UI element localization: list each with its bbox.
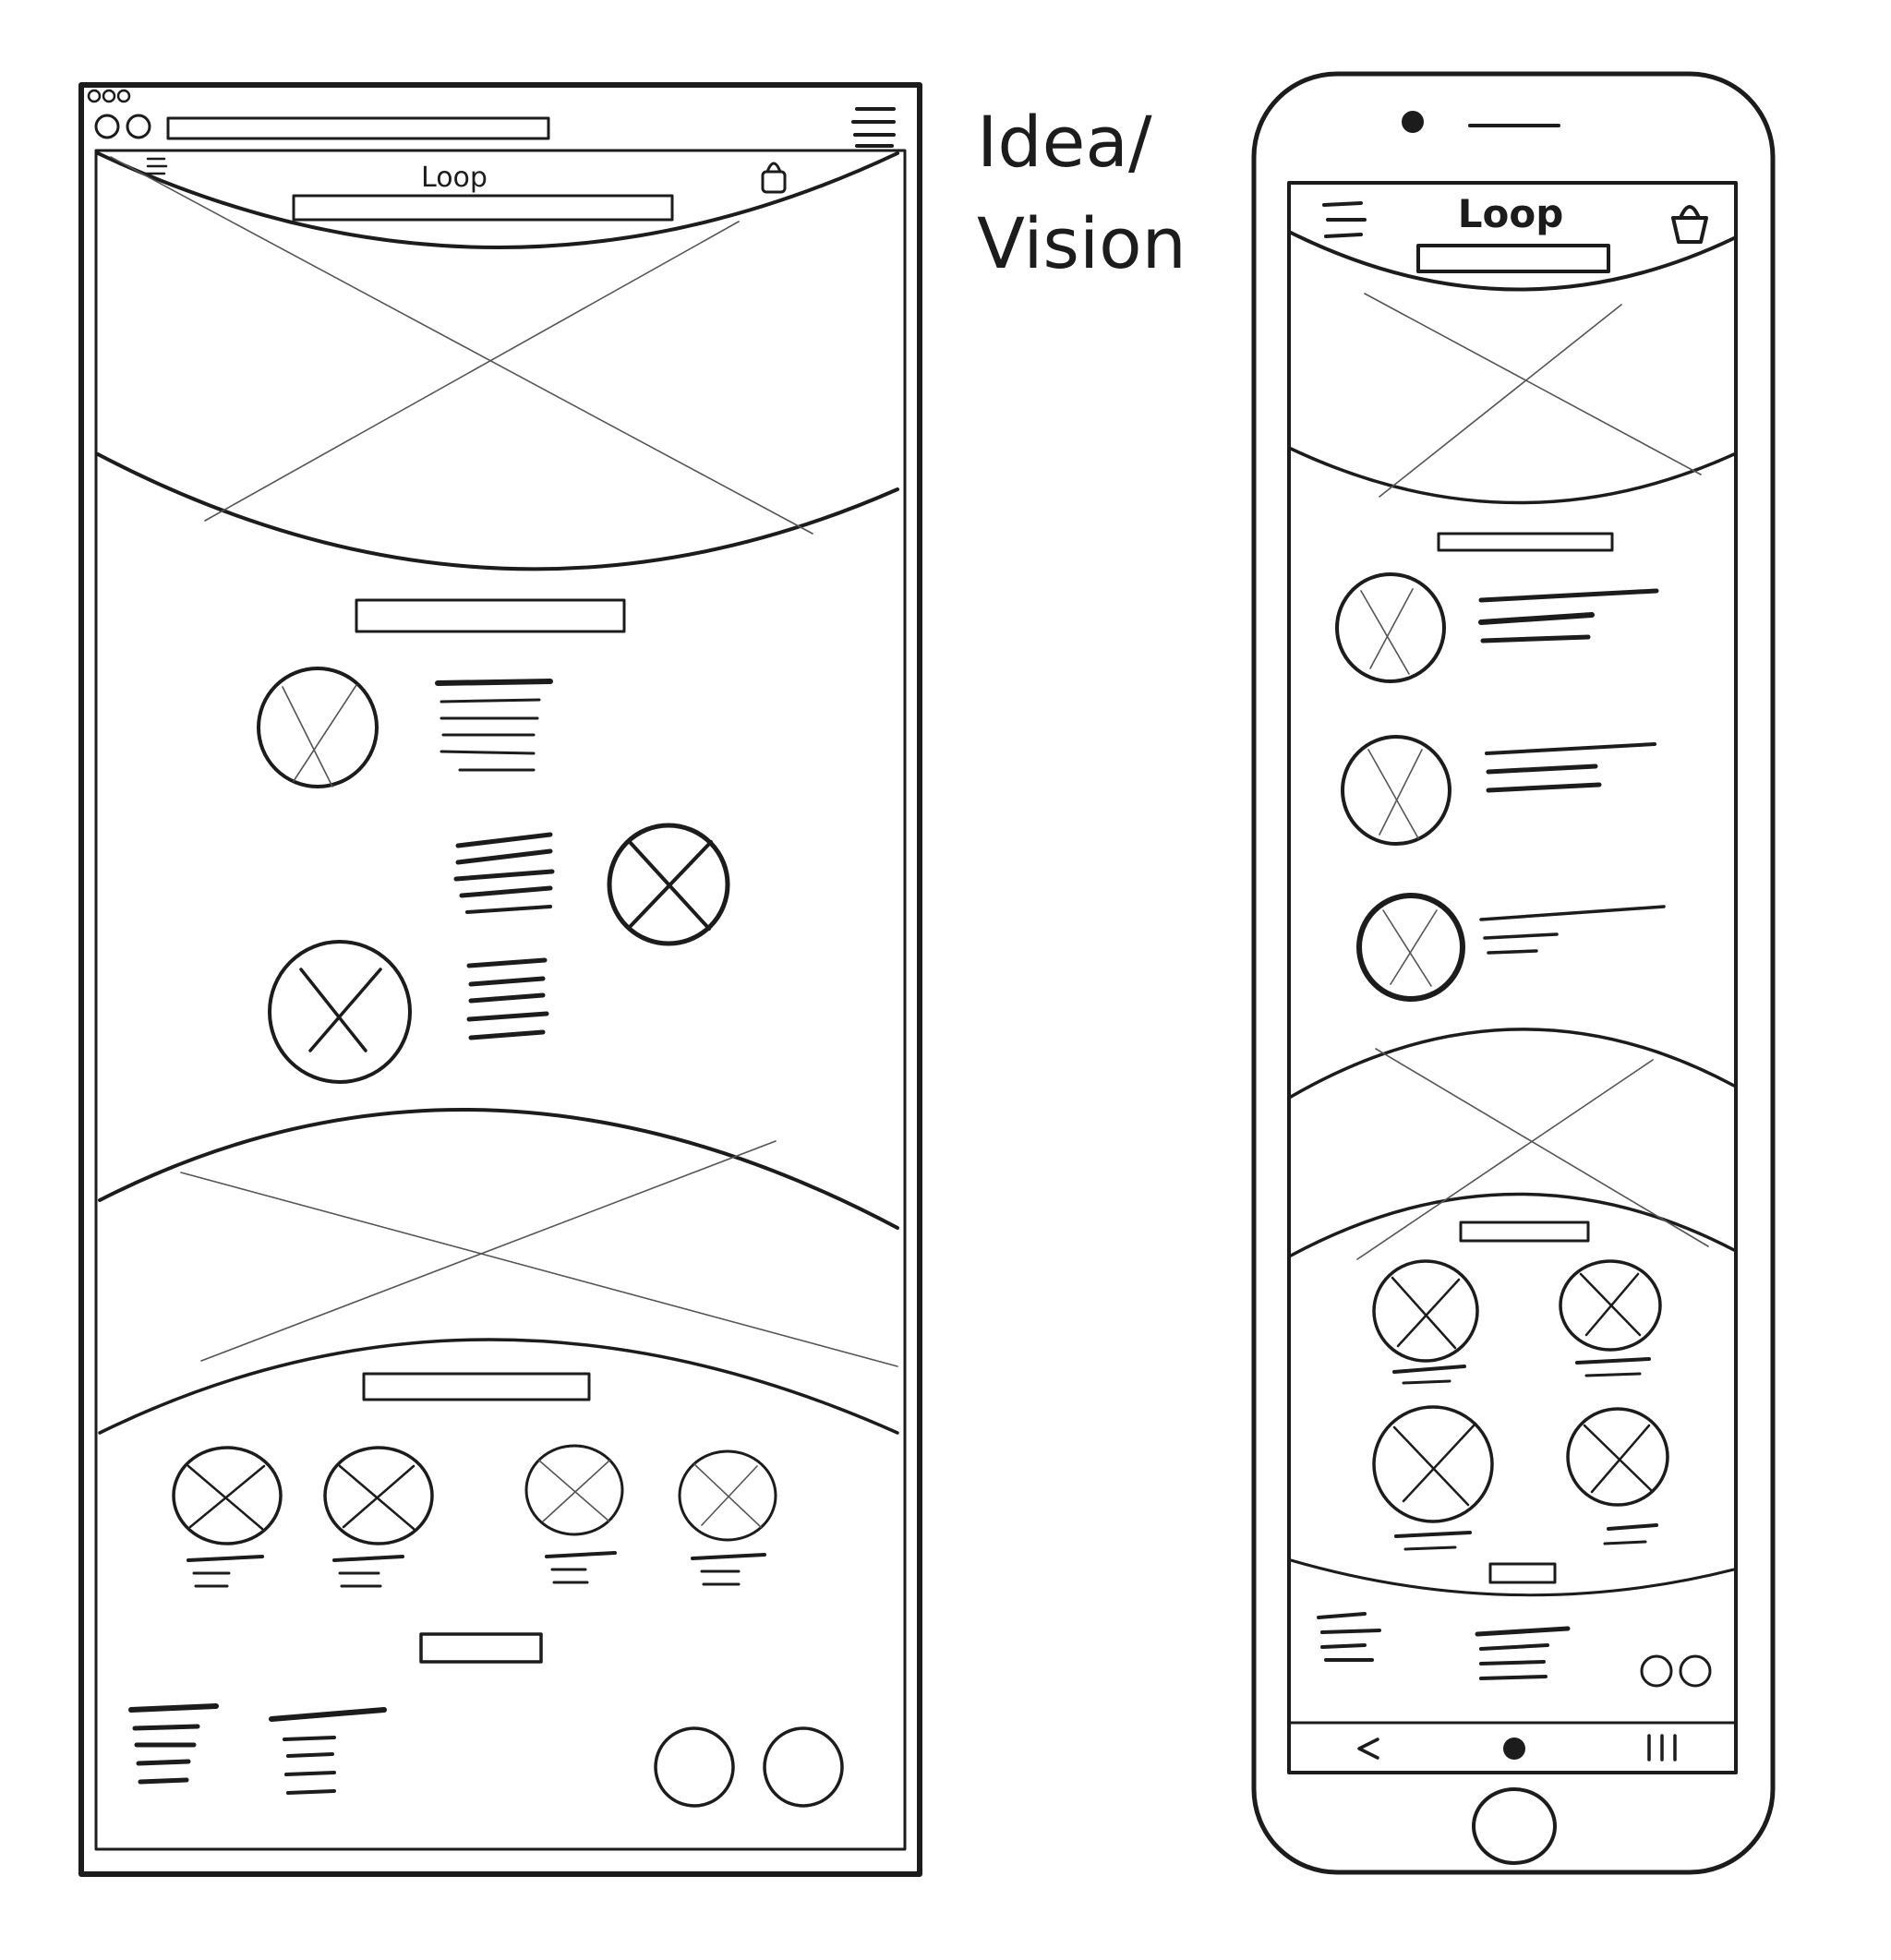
desktop-wireframe: Loop [78,82,922,1877]
product-card [678,1449,777,1586]
feature-item [1335,572,1659,683]
hero-image-placeholder [1289,231,1736,505]
phone-screen [1287,181,1738,1774]
hero-image-placeholder [96,151,899,571]
text-lines [435,679,553,772]
footer-links-column [1317,1612,1381,1662]
search-bar [292,194,674,222]
note-line-1: Idea/ [977,101,1152,183]
camera-icon [1402,111,1424,133]
feature-item [453,823,730,946]
hamburger-menu-icon [1322,201,1367,238]
social-icon [763,1726,844,1808]
browser-menu-icon [851,107,896,148]
product-card [172,1446,283,1588]
shopping-bag-icon [761,162,787,194]
image-placeholder-icon [268,940,412,1084]
feature-item [257,667,553,788]
window-dot-icon [87,89,102,103]
footer-links-column [128,1703,219,1785]
image-placeholder-icon [1372,1259,1479,1363]
banner-image-placeholder [98,1108,899,1435]
image-placeholder-icon [1356,893,1465,1002]
home-button [1472,1787,1557,1865]
address-bar [166,116,550,140]
section-heading-placeholder [362,1372,591,1401]
back-button-icon [94,114,120,139]
image-placeholder-icon [257,667,379,788]
feature-item [1341,735,1656,846]
banner-image-placeholder [1289,1028,1736,1260]
feature-item [1356,893,1666,1002]
social-icon [654,1726,735,1808]
image-placeholder-icon [323,1446,434,1545]
image-placeholder-icon [524,1444,624,1536]
view-more-button [419,1632,543,1664]
system-nav-bar [1289,1721,1736,1762]
image-placeholder-icon [172,1446,283,1545]
forward-button-icon [126,114,151,139]
feature-item [268,940,549,1084]
note-line-2: Vision [977,202,1186,284]
window-dot-icon [116,89,131,103]
site-header: Loop [144,157,787,222]
recents-icon [1647,1734,1677,1762]
app-logo: Loop [1458,191,1564,236]
image-placeholder-icon [1566,1407,1669,1507]
handwritten-note: Idea/ Vision [977,101,1186,284]
shopping-bag-icon [1671,205,1708,244]
social-icon [1640,1654,1673,1688]
browser-window-controls [87,89,131,103]
image-placeholder-icon [1372,1405,1494,1523]
search-bar [1416,244,1610,273]
hamburger-menu-icon [144,157,168,175]
product-card [1566,1407,1669,1545]
phone-body [1251,71,1776,1875]
product-card [524,1444,624,1584]
footer-links-column [269,1707,387,1795]
section-heading-placeholder [1459,1220,1590,1243]
text-lines [466,957,549,1040]
product-card [323,1446,434,1588]
product-card [1372,1259,1479,1385]
image-placeholder-icon [1335,572,1446,683]
browser-window-frame [78,82,922,1877]
app-header: Loop [1322,191,1708,273]
footer-links-column [1475,1626,1571,1680]
image-placeholder-icon [607,823,730,946]
site-logo: Loop [421,162,488,194]
back-triangle-icon [1357,1738,1379,1760]
product-card [1559,1259,1662,1377]
view-more-button [1488,1562,1557,1584]
app-footer [1317,1612,1712,1688]
product-card [1372,1405,1494,1551]
window-dot-icon [102,89,116,103]
text-lines [453,832,555,914]
image-placeholder-icon [1341,735,1451,846]
browser-nav-buttons [94,114,151,139]
home-dot-icon [1503,1738,1525,1760]
section-heading-placeholder [1437,532,1614,552]
social-icon [1679,1654,1712,1688]
mobile-wireframe: Loop [1251,71,1776,1875]
image-placeholder-icon [1559,1259,1662,1352]
browser-viewport [94,149,907,1851]
section-divider-curve [1289,1558,1736,1597]
image-placeholder-icon [678,1449,777,1542]
section-heading-placeholder [355,598,626,633]
site-footer [128,1703,844,1808]
